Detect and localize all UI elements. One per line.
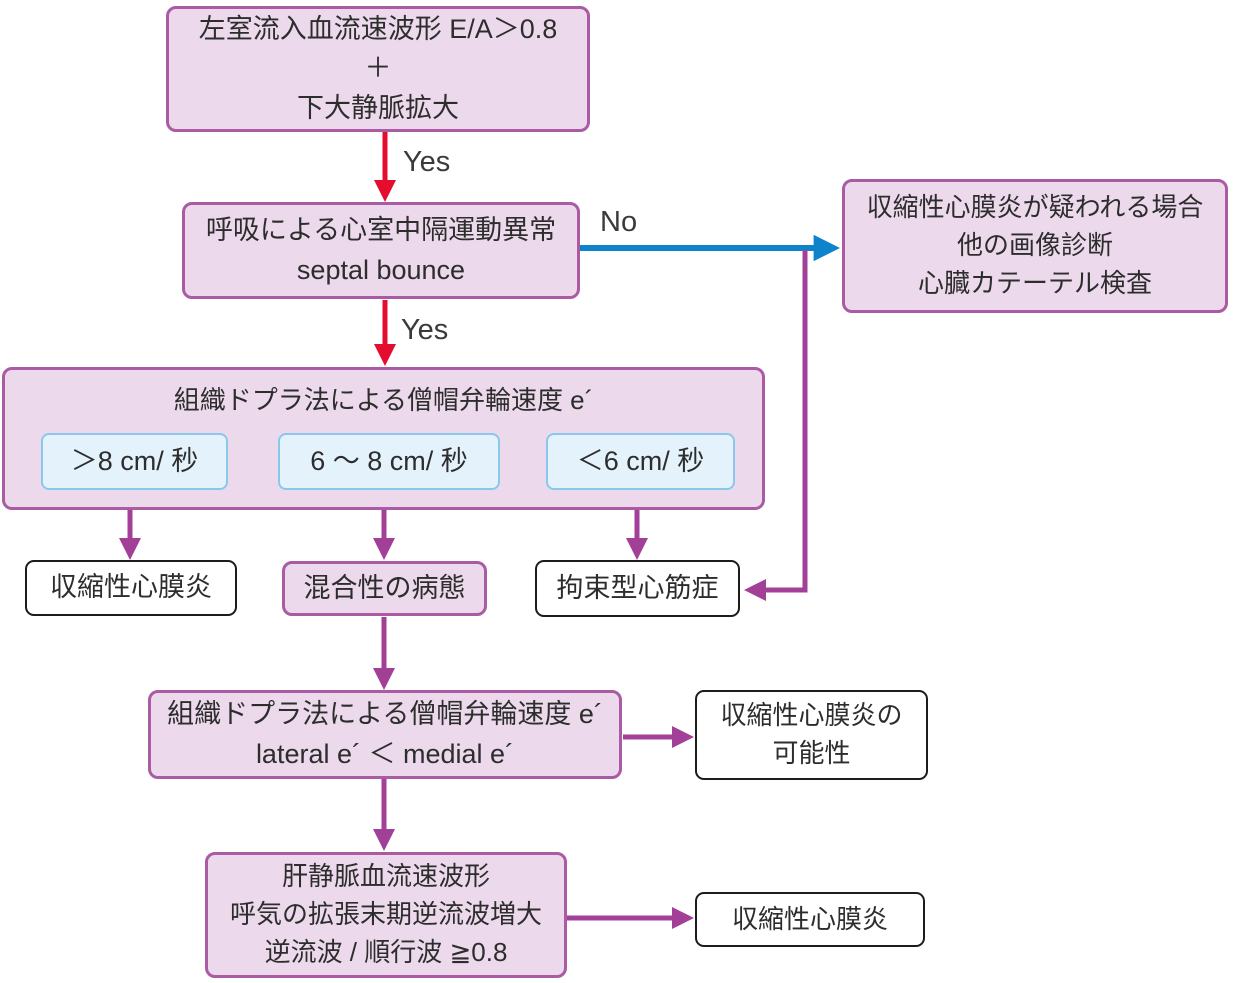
node-constrictive-pericarditis-1: 収縮性心膜炎 — [25, 560, 237, 616]
node-line: 可能性 — [772, 738, 851, 768]
node-line: 左室流入血流速波形 E/A＞0.8 — [198, 14, 558, 45]
node-lv-inflow: 左室流入血流速波形 E/A＞0.8 ＋ 下大静脈拡大 — [166, 6, 590, 132]
node-line: 拘束型心筋症 — [556, 572, 719, 603]
option-lt6: ＜6 cm/ 秒 — [546, 433, 735, 490]
node-line: 心臓カテーテル検査 — [917, 267, 1152, 298]
node-line: 他の画像診断 — [956, 230, 1113, 261]
arrow-no-branch-to-rcm — [744, 250, 808, 602]
node-line: septal bounce — [296, 254, 466, 285]
node-line: 収縮性心膜炎 — [50, 572, 212, 603]
node-hepatic-vein-flow: 肝静脈血流速波形 呼気の拡張末期逆流波増大 逆流波 / 順行波 ≧0.8 — [205, 852, 567, 978]
node-tdi-lateral-medial: 組織ドプラ法による僧帽弁輪速度 e´ lateral e´ ＜ medial e… — [148, 690, 622, 779]
node-constrictive-pericarditis-2: 収縮性心膜炎 — [695, 892, 925, 947]
node-title: 組織ドプラ法による僧帽弁輪速度 e´ — [173, 385, 594, 415]
label-yes-1: Yes — [403, 146, 451, 178]
node-line: 逆流波 / 順行波 ≧0.8 — [264, 936, 508, 967]
option-gt8: ＞8 cm/ 秒 — [41, 433, 228, 490]
node-cp-possible: 収縮性心膜炎の 可能性 — [695, 690, 928, 780]
node-line: lateral e´ ＜ medial e´ — [255, 738, 515, 769]
label-no: No — [600, 206, 638, 238]
node-suspected-cp-imaging: 収縮性心膜炎が疑われる場合 他の画像診断 心臓カテーテル検査 — [842, 179, 1228, 313]
node-tdi-evelocity: 組織ドプラ法による僧帽弁輪速度 e´ ＞8 cm/ 秒 6 ～ 8 cm/ 秒 … — [2, 367, 765, 510]
option-6to8: 6 ～ 8 cm/ 秒 — [278, 433, 500, 490]
node-line: 呼気の拡張末期逆流波増大 — [229, 899, 542, 930]
node-line: 混合性の病態 — [303, 572, 466, 603]
node-line: 収縮性心膜炎が疑われる場合 — [866, 192, 1204, 223]
node-septal-bounce: 呼吸による心室中隔運動異常 septal bounce — [182, 202, 580, 299]
node-line: 呼吸による心室中隔運動異常 — [205, 215, 557, 246]
node-line: 収縮性心膜炎 — [731, 903, 888, 934]
node-line: ＋ — [364, 53, 392, 84]
label-yes-2: Yes — [401, 314, 449, 346]
node-line: 組織ドプラ法による僧帽弁輪速度 e´ — [167, 699, 603, 730]
node-restrictive-cardiomyopathy: 拘束型心筋症 — [535, 560, 740, 617]
node-line: 下大静脈拡大 — [297, 92, 459, 123]
node-line: 収縮性心膜炎の — [720, 700, 903, 731]
option-label: 6 ～ 8 cm/ 秒 — [310, 445, 468, 476]
option-label: ＜6 cm/ 秒 — [576, 445, 705, 476]
node-line: 肝静脈血流速波形 — [281, 861, 490, 892]
option-label: ＞8 cm/ 秒 — [70, 445, 199, 476]
node-mixed-state: 混合性の病態 — [282, 561, 487, 616]
